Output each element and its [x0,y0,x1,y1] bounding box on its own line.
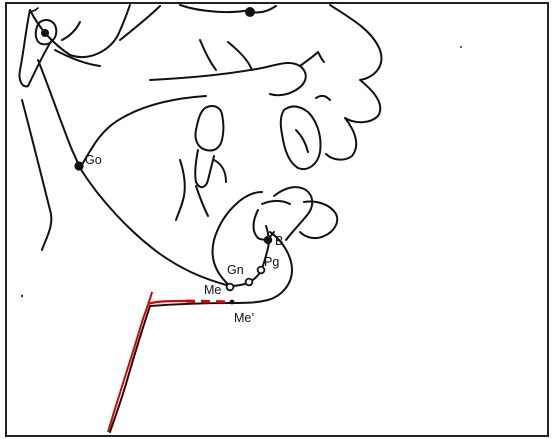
me-point [227,284,234,291]
speck [460,46,462,48]
mandible-outline [80,96,292,432]
go-label: Go [85,153,102,167]
orbit-point [41,29,49,37]
soft-tissue-reference [108,292,232,432]
landmark-markers [74,161,272,304]
maxilla-outline [150,5,381,169]
gn-point [246,279,253,286]
lower-incisor-and-lip [254,187,338,240]
pg-label: Pg [264,255,279,269]
frame-border [6,3,548,436]
me-soft-label: Me’ [234,311,254,325]
cranial-outline [19,5,276,250]
speck [21,295,23,297]
b-point [264,236,272,244]
molar-teeth [176,106,226,220]
me-soft-point [230,300,235,305]
go-point [74,161,83,170]
red-neck-line [108,292,152,432]
gn-label: Gn [227,263,244,277]
red-dashed-segment [186,301,232,302]
me-label: Me [204,283,221,297]
b-label: B [275,234,283,248]
